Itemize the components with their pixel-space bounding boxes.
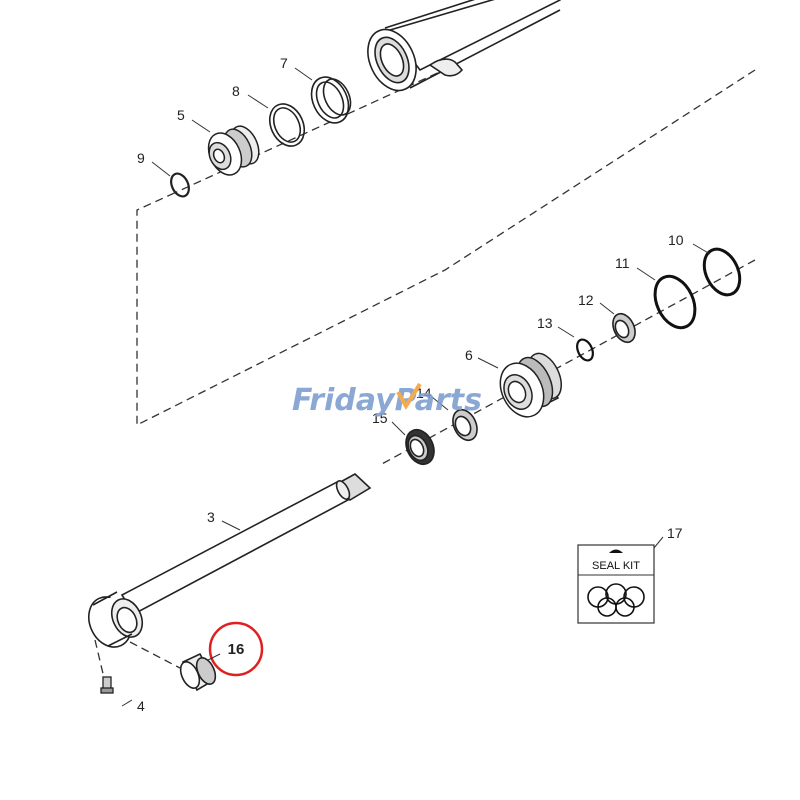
watermark-logo: FridayParts <box>292 382 482 418</box>
part-13-o-ring[interactable] <box>574 337 596 363</box>
label-part-10: 10 <box>668 232 684 248</box>
leader-lines <box>121 67 711 707</box>
part-16-bushing[interactable] <box>177 652 219 692</box>
seal-kit-rings-icon <box>587 583 645 617</box>
part-6-gland[interactable] <box>492 348 568 423</box>
label-part-15: 15 <box>372 410 388 426</box>
label-part-4: 4 <box>137 698 145 714</box>
part-17-seal-kit[interactable]: SEAL KIT <box>577 544 655 624</box>
label-part-6: 6 <box>465 347 473 363</box>
part-16-highlight-circle <box>208 621 264 677</box>
label-part-17: 17 <box>667 525 683 541</box>
part-9-o-ring[interactable] <box>168 171 193 200</box>
part-12-seal[interactable] <box>609 310 640 346</box>
label-part-7: 7 <box>280 55 288 71</box>
label-part-8: 8 <box>232 83 240 99</box>
cylinder-barrel <box>367 0 561 92</box>
part-14-seal[interactable] <box>448 406 481 444</box>
part-5-piston[interactable] <box>202 122 264 180</box>
part-4-grease-fitting[interactable] <box>100 676 114 694</box>
label-part-11: 11 <box>615 255 630 271</box>
part-11-o-ring[interactable] <box>647 270 702 334</box>
label-part-5: 5 <box>177 107 185 123</box>
watermark-check-mark <box>396 382 422 410</box>
part-10-o-ring[interactable] <box>697 243 746 300</box>
seal-kit-label: SEAL KIT <box>592 560 640 572</box>
label-part-14: 14 <box>416 385 432 401</box>
label-part-9: 9 <box>137 150 145 166</box>
label-part-3: 3 <box>207 509 215 525</box>
assembly-guide-lines <box>94 64 756 683</box>
label-part-12: 12 <box>578 292 594 308</box>
part-8-ring[interactable] <box>263 98 311 151</box>
watermark-part1: Friday <box>292 383 396 418</box>
part-7-ring[interactable] <box>304 71 355 129</box>
part-15-wiper[interactable] <box>401 425 440 469</box>
label-part-13: 13 <box>537 315 553 331</box>
part-3-rod[interactable] <box>81 473 372 654</box>
label-part-16: 16 <box>228 641 245 658</box>
svg-text:FridayParts: FridayParts <box>292 383 482 418</box>
